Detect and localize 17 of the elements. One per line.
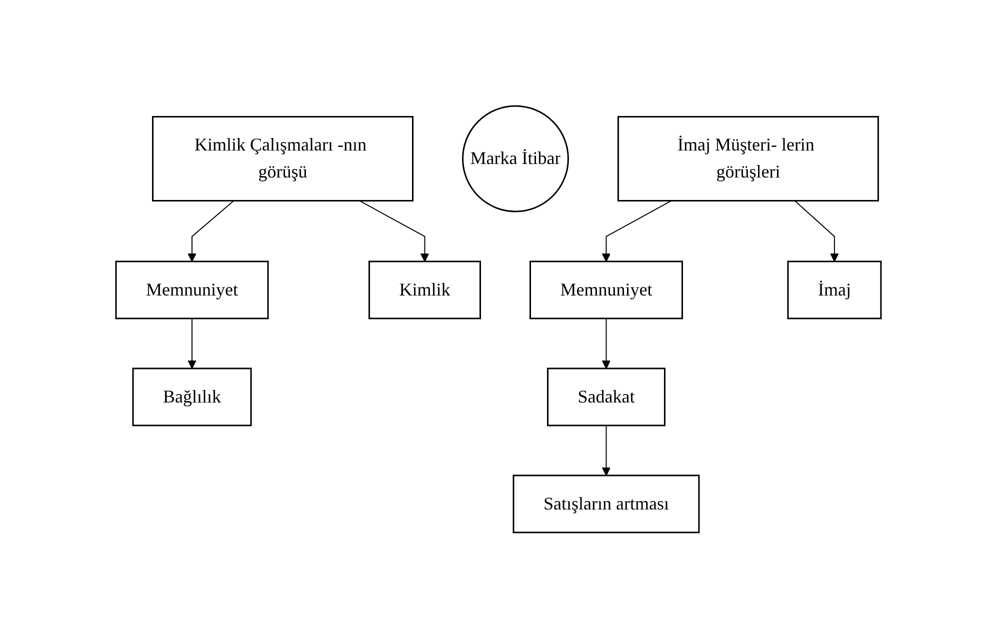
node-box: İmaj — [787, 260, 882, 320]
node-box: İmaj Müşteri- lerin görüşleri — [617, 116, 879, 202]
arrow — [602, 318, 611, 370]
node-box: Satışların artması — [512, 474, 700, 534]
node-box: Kimlik Çalışmaları -nın görüşü — [152, 116, 414, 202]
arrow — [794, 200, 839, 262]
arrow — [188, 200, 234, 262]
node-box: Bağlılık — [132, 368, 252, 426]
arrow — [602, 425, 611, 476]
node-box: Memnuniyet — [115, 260, 269, 320]
arrow — [602, 200, 672, 262]
arrow — [358, 200, 430, 262]
node-box: Sadakat — [547, 368, 666, 426]
arrow — [188, 318, 196, 370]
node-circle: Marka İtibar — [462, 106, 569, 212]
node-box: Kimlik — [368, 260, 481, 320]
node-box: Memnuniyet — [530, 260, 683, 320]
